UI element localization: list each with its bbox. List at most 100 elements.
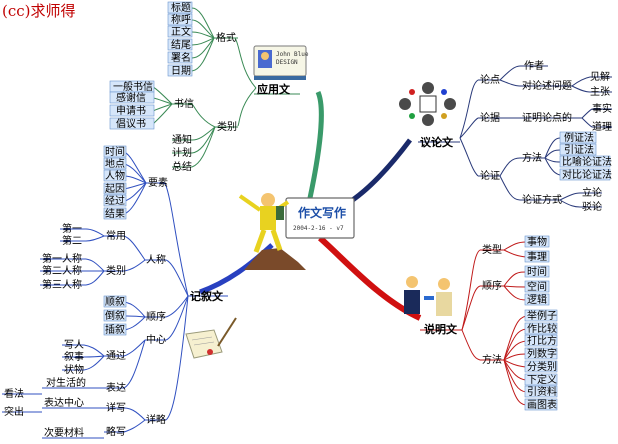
node-lunzheng[interactable]: 论证 xyxy=(480,169,500,182)
node-rc-leibie[interactable]: 类别 xyxy=(106,264,126,277)
node-xiangxie[interactable]: 详写 xyxy=(106,401,126,414)
leaf-smff-6[interactable]: 引资料 xyxy=(527,385,557,398)
leaf-smsx-1[interactable]: 空间 xyxy=(527,280,547,293)
leaf-yaosu-2[interactable]: 人物 xyxy=(105,169,125,182)
leaf-smff-1[interactable]: 作比较 xyxy=(527,322,557,335)
leaf-geshi-2[interactable]: 正文 xyxy=(171,25,191,38)
center-node[interactable]: 作文写作 2004-2-16 - v7 xyxy=(285,197,355,239)
leaf-lzff-3[interactable]: 对比论证法 xyxy=(562,168,612,181)
climber-illustration xyxy=(238,193,306,270)
leaf-geshi-0[interactable]: 标题 xyxy=(171,2,191,14)
leaf-rclb-1[interactable]: 第二人称 xyxy=(42,264,82,277)
leaf-lzfs-1[interactable]: 驳论 xyxy=(582,200,602,213)
leaf-yaosu-0[interactable]: 时间 xyxy=(105,145,125,158)
leaf-lzff-1[interactable]: 引证法 xyxy=(564,143,594,156)
leaf-geshi-1[interactable]: 称呼 xyxy=(171,13,191,26)
leaf-smsx-2[interactable]: 逻辑 xyxy=(527,293,547,306)
leaf-tuchu[interactable]: 突出 xyxy=(4,405,24,418)
center-date: 2004-2-16 - v7 xyxy=(293,225,344,232)
leaf-smff-5[interactable]: 下定义 xyxy=(527,373,557,386)
node-renchen[interactable]: 人称 xyxy=(146,253,166,266)
node-luexie[interactable]: 略写 xyxy=(106,425,126,438)
leaf-shuxin-0[interactable]: 一般书信 xyxy=(113,80,153,93)
leaf-smff-3[interactable]: 列数字 xyxy=(527,347,557,360)
leaf-jxsx-2[interactable]: 插叙 xyxy=(105,323,125,336)
branch-yilunwen xyxy=(343,138,412,208)
leaf-tg-2[interactable]: 状物 xyxy=(64,363,84,376)
node-jixuwen[interactable]: 记叙文 xyxy=(190,289,224,303)
card-line1: John Blue xyxy=(276,51,309,58)
leaf-lundian-0[interactable]: 作者 xyxy=(524,60,544,72)
node-lunju[interactable]: 论据 xyxy=(480,111,500,124)
leaf-lzfs-0[interactable]: 立论 xyxy=(582,186,602,199)
node-shuxin[interactable]: 书信 xyxy=(174,98,194,110)
leaf-cy-1[interactable]: 第二 xyxy=(62,234,82,247)
node-yilunwen[interactable]: 议论文 xyxy=(420,135,454,149)
leaf-other-0[interactable]: 通知 xyxy=(172,133,192,146)
node-biaoda[interactable]: 表达 xyxy=(106,381,126,394)
node-jx-shunxu[interactable]: 顺序 xyxy=(146,310,166,323)
leaf-lzff-0[interactable]: 例证法 xyxy=(564,131,594,144)
leaf-smff-2[interactable]: 打比方 xyxy=(527,334,557,347)
node-geshi[interactable]: 格式 xyxy=(216,31,236,44)
leaf-rclb-2[interactable]: 第三人称 xyxy=(42,278,82,291)
leaf-cycl[interactable]: 次要材料 xyxy=(44,426,84,439)
leaf-jxsx-0[interactable]: 顺叙 xyxy=(105,295,125,308)
leaf-geshi-5[interactable]: 日期 xyxy=(171,65,191,77)
node-lz-fangfa[interactable]: 方法 xyxy=(522,151,542,164)
leaf-cy-0[interactable]: 第一 xyxy=(62,222,82,235)
leaf-shuxin-1[interactable]: 感谢信 xyxy=(116,91,146,104)
leaf-geshi-3[interactable]: 结尾 xyxy=(171,38,191,51)
leaf-yaosu-3[interactable]: 起因 xyxy=(105,183,125,195)
leaf-smsx-0[interactable]: 时间 xyxy=(527,265,547,278)
node-tongguo[interactable]: 通过 xyxy=(106,349,126,362)
leaf-leixing-1[interactable]: 事理 xyxy=(527,250,547,263)
leaf-rclb-0[interactable]: 第一人称 xyxy=(42,252,82,265)
id-card-icon: John Blue DESIGN xyxy=(253,45,309,80)
center-title: 作文写作 xyxy=(298,205,346,220)
document-pen-icon xyxy=(185,317,237,359)
leaf-bdzx[interactable]: 表达中心 xyxy=(44,396,84,409)
node-sm-fangfa[interactable]: 方法 xyxy=(482,353,502,366)
leaf-jxsx-1[interactable]: 倒叙 xyxy=(105,309,125,322)
leaf-jianjie-1[interactable]: 主张 xyxy=(590,86,610,98)
leaf-other-1[interactable]: 计划 xyxy=(172,146,192,159)
node-yaosu[interactable]: 要素 xyxy=(148,176,168,189)
leaf-tg-0[interactable]: 写人 xyxy=(64,339,84,351)
leaf-shuxin-3[interactable]: 倡议书 xyxy=(116,118,146,130)
leaf-kanfa[interactable]: 看法 xyxy=(4,387,24,400)
node-lzfs[interactable]: 论证方式 xyxy=(522,193,562,206)
leaf-other-2[interactable]: 总结 xyxy=(172,160,192,173)
node-zhongxin[interactable]: 中心 xyxy=(146,333,166,346)
leaf-zhengming[interactable]: 证明论点的 xyxy=(522,111,572,124)
leaf-shuxin-2[interactable]: 申请书 xyxy=(116,104,146,117)
leaf-lundian-1[interactable]: 对论述问题 xyxy=(522,79,572,92)
node-sm-shunxu[interactable]: 顺序 xyxy=(482,279,502,292)
leaf-yaosu-4[interactable]: 经过 xyxy=(105,194,125,207)
node-xianglue[interactable]: 详略 xyxy=(146,413,166,426)
leaf-lzff-2[interactable]: 比喻论证法 xyxy=(562,155,612,168)
branch-yingyongwen xyxy=(307,90,324,199)
leaf-leixing-0[interactable]: 事物 xyxy=(527,235,547,248)
explain-icon xyxy=(404,276,452,316)
node-lundian[interactable]: 论点 xyxy=(480,73,500,86)
leaf-duishenghuo[interactable]: 对生活的 xyxy=(46,376,86,389)
leaf-geshi-4[interactable]: 署名 xyxy=(171,51,191,64)
leaf-tg-1[interactable]: 叙事 xyxy=(64,350,84,363)
node-changyong[interactable]: 常用 xyxy=(106,229,126,242)
node-leixing[interactable]: 类型 xyxy=(482,243,502,256)
watermark-text: (cc)求师得 xyxy=(2,2,76,20)
node-shuomingwen[interactable]: 说明文 xyxy=(424,322,458,336)
leaf-smff-4[interactable]: 分类别 xyxy=(527,360,557,373)
leaf-yaosu-1[interactable]: 地点 xyxy=(105,157,125,170)
leaf-yaosu-5[interactable]: 结果 xyxy=(105,207,125,220)
leaf-smff-0[interactable]: 举例子 xyxy=(527,309,557,322)
leaf-jianjie-0[interactable]: 见解 xyxy=(590,70,610,83)
leaf-shishi-1[interactable]: 道理 xyxy=(592,120,612,133)
leaf-smff-7[interactable]: 画图表 xyxy=(527,398,557,411)
node-yingyongwen[interactable]: 应用文 xyxy=(257,82,291,96)
node-yyw-leibie[interactable]: 类别 xyxy=(217,120,237,133)
leaf-shishi-0[interactable]: 事实 xyxy=(592,102,612,115)
